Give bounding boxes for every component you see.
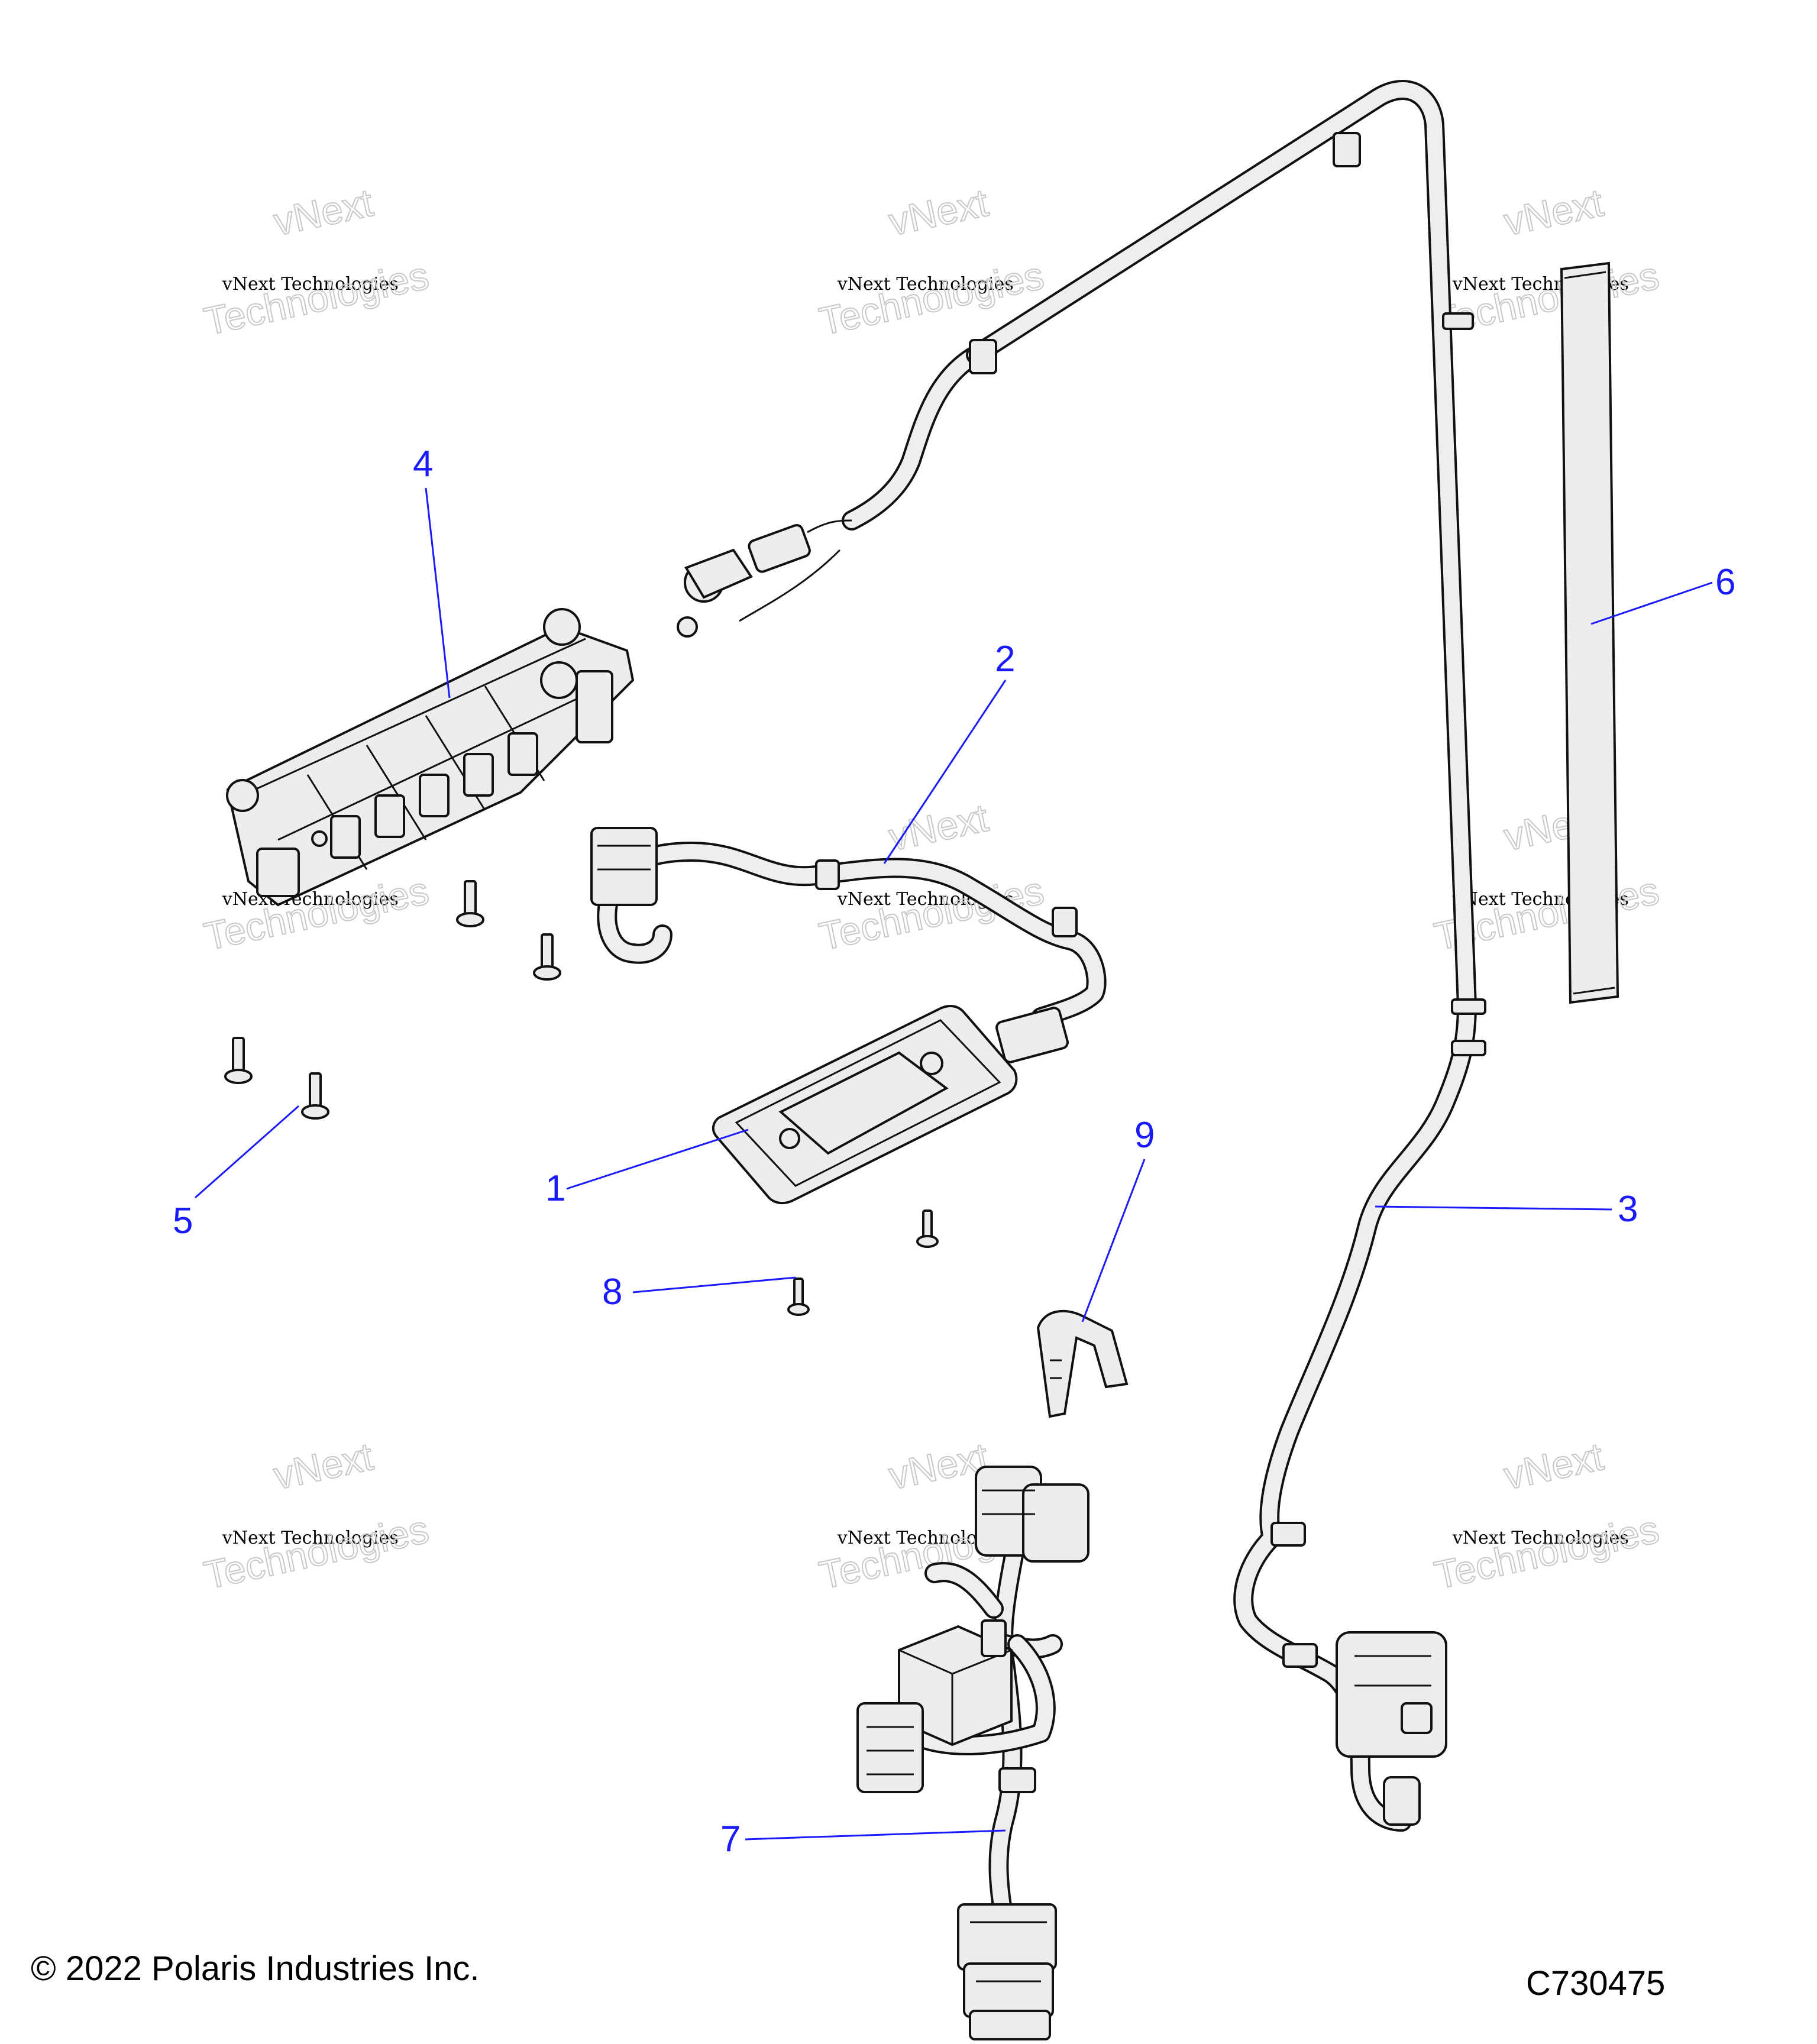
watermark-line3: Technologies	[201, 1507, 432, 1597]
part-6-sleeve	[1560, 261, 1619, 1004]
leader-2	[883, 680, 1007, 864]
callout-2: 2	[995, 639, 1015, 680]
part-7-lower-harness	[856, 1466, 1089, 2040]
callout-7: 7	[720, 1819, 741, 1859]
watermark-line3: Technologies	[201, 253, 432, 343]
leader-3	[1375, 1205, 1612, 1211]
part-3-main-harness	[677, 80, 1486, 1832]
watermark-top-center: vNext vNext Technologies Technologies	[815, 180, 1048, 344]
leader-9	[1081, 1159, 1146, 1322]
part-1-module-plate	[712, 1004, 1018, 1205]
leader-8	[632, 1276, 796, 1293]
part-8-screws	[787, 1209, 939, 1316]
leader-lines	[195, 487, 1713, 1841]
watermark-line2: vNext Technologies	[222, 889, 399, 910]
watermark-line2: vNext Technologies	[222, 1528, 399, 1548]
copyright-notice: © 2022 Polaris Industries Inc.	[31, 1949, 480, 1988]
leader-1	[566, 1128, 749, 1190]
callout-1: 1	[545, 1168, 565, 1209]
watermark-line2: vNext Technologies	[1452, 1528, 1629, 1548]
watermark-line1: vNext	[270, 1434, 376, 1498]
watermark-line2: vNext Technologies	[837, 274, 1014, 295]
leader-7	[745, 1829, 1006, 1841]
part-4-fuse-block	[226, 608, 635, 907]
watermark-line1: vNext	[270, 180, 376, 244]
leader-5	[195, 1105, 299, 1199]
callout-8: 8	[602, 1272, 622, 1312]
watermark-line3: Technologies	[1431, 1507, 1663, 1597]
callout-5: 5	[173, 1201, 193, 1241]
watermark-line1: vNext	[1500, 180, 1606, 244]
callout-6: 6	[1715, 562, 1735, 603]
part-9-clip	[1036, 1309, 1129, 1418]
watermark-line1: vNext	[1500, 1434, 1606, 1498]
watermark-bottom-left: vNext vNext Technologies Technologies	[200, 1434, 433, 1598]
part-2-sub-harness	[590, 827, 1107, 1063]
leader-6	[1590, 581, 1713, 625]
watermark-top-left: vNext vNext Technologies Technologies	[200, 180, 433, 344]
watermark-bottom-right: vNext vNext Technologies Technologies	[1430, 1434, 1663, 1598]
watermark-line2: vNext Technologies	[222, 274, 399, 295]
callout-labels: 1 2 3 4 5 6 7 8 9	[173, 444, 1735, 1859]
callout-4: 4	[413, 444, 433, 484]
part-5-screws	[224, 880, 561, 1120]
callout-9: 9	[1134, 1115, 1155, 1156]
callout-3: 3	[1618, 1189, 1638, 1230]
watermark-line1: vNext	[885, 180, 991, 244]
leader-4	[425, 487, 451, 698]
watermark-line1: vNext	[885, 795, 991, 859]
figure-id: C730475	[1526, 1964, 1666, 2003]
